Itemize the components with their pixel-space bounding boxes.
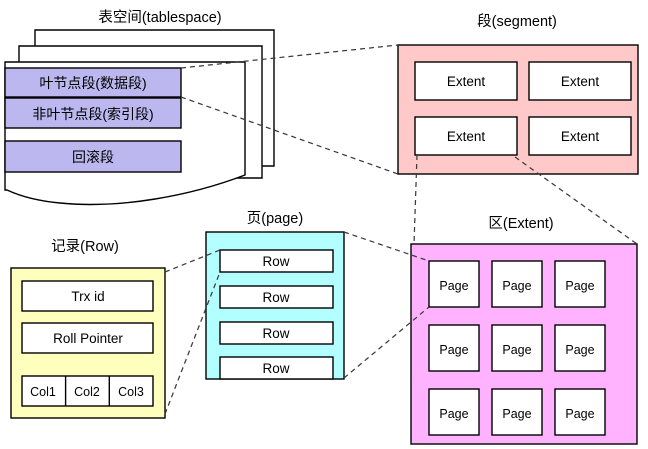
connector-row-to-page-top	[164, 249, 221, 273]
row-box-1-label: Row	[262, 254, 289, 269]
page-title: 页(page)	[247, 211, 303, 227]
connector-row-to-page-bottom	[164, 271, 221, 415]
connector-page-to-extent-bottom	[343, 306, 430, 379]
extent-box-1-rect[interactable]	[414, 61, 518, 101]
segment-block-rollback-rect[interactable]	[4, 140, 182, 173]
row-title: 记录(Row)	[51, 238, 119, 255]
page-cell-3-label: Page	[565, 279, 594, 293]
row-box-1-rect[interactable]	[219, 249, 334, 273]
connector-page-to-extent-top	[343, 231, 430, 262]
row-panel-group: Trx id Roll Pointer Col1 Col2 Col3	[10, 267, 166, 419]
page-panel-group: Row Row Row Row	[205, 231, 345, 380]
segment-block-nonleaf-label: 非叶节点段(索引段)	[32, 106, 153, 122]
page-cell-8-label: Page	[502, 407, 531, 421]
page-cell-2-rect[interactable]	[491, 260, 543, 308]
page-cell-6-rect[interactable]	[554, 324, 606, 372]
row-box-2-rect[interactable]	[219, 285, 334, 309]
extent-box-2-label: Extent	[561, 74, 600, 89]
column-col1-label: Col1	[30, 385, 56, 399]
row-box-3-label: Row	[262, 326, 289, 341]
extent-box-2-rect[interactable]	[528, 61, 632, 101]
trx-id-field-rect[interactable]	[21, 280, 154, 312]
page-cell-5-rect[interactable]	[491, 324, 543, 372]
tablespace-title: 表空间(tablespace)	[98, 9, 221, 26]
extent-title: 区(Extent)	[488, 216, 553, 232]
segment-block-nonleaf-rect[interactable]	[4, 97, 182, 129]
roll-pointer-field-rect[interactable]	[21, 322, 154, 354]
page-cell-3-rect[interactable]	[554, 260, 606, 308]
row-box-4-rect[interactable]	[219, 356, 334, 380]
extent-box-3-rect[interactable]	[414, 116, 518, 156]
page-cell-7-rect[interactable]	[428, 388, 480, 436]
segment-block-leaf-rect[interactable]	[4, 67, 182, 98]
page-cell-6-label: Page	[565, 343, 594, 357]
connector-group	[164, 44, 638, 415]
row-box-2-label: Row	[262, 290, 289, 305]
segment-panel-group: Extent Extent Extent Extent	[397, 44, 639, 175]
segment-block-leaf-label: 叶节点段(数据段)	[39, 75, 146, 91]
page-cell-9-label: Page	[565, 407, 594, 421]
connector-tablespace-to-segment-bottom	[180, 96, 399, 175]
page-cell-2-label: Page	[502, 279, 531, 293]
row-box-4-label: Row	[262, 361, 289, 376]
page-cell-8-rect[interactable]	[491, 388, 543, 436]
columns-container-rect	[21, 375, 154, 407]
page-cell-7-label: Page	[439, 407, 468, 421]
extent-box-1-label: Extent	[447, 74, 486, 89]
segment-title: 段(segment)	[477, 13, 557, 30]
connector-tablespace-to-segment-top	[180, 44, 399, 69]
page-cell-9-rect[interactable]	[554, 388, 606, 436]
page-cell-5-label: Page	[502, 343, 531, 357]
column-col2-label: Col2	[74, 385, 100, 399]
page-cell-4-rect[interactable]	[428, 324, 480, 372]
connector-segment-to-extent-right	[514, 156, 638, 245]
extent-panel-group: Page Page Page Page Page Page Page Page …	[410, 243, 638, 445]
column-col3-label: Col3	[118, 385, 144, 399]
roll-pointer-field-label: Roll Pointer	[53, 331, 123, 346]
extent-box-3-label: Extent	[447, 129, 486, 144]
tablespace-group: 叶节点段(数据段) 非叶节点段(索引段) 回滚段	[4, 29, 275, 206]
trx-id-field-label: Trx id	[71, 289, 104, 304]
page-cell-1-rect[interactable]	[428, 260, 480, 308]
connector-segment-to-extent-left	[413, 154, 418, 245]
page-cell-4-label: Page	[439, 343, 468, 357]
segment-block-rollback-label: 回滚段	[72, 149, 114, 165]
extent-box-4-label: Extent	[561, 129, 600, 144]
row-box-3-rect[interactable]	[219, 321, 334, 345]
page-cell-1-label: Page	[439, 279, 468, 293]
extent-box-4-rect[interactable]	[528, 116, 632, 156]
